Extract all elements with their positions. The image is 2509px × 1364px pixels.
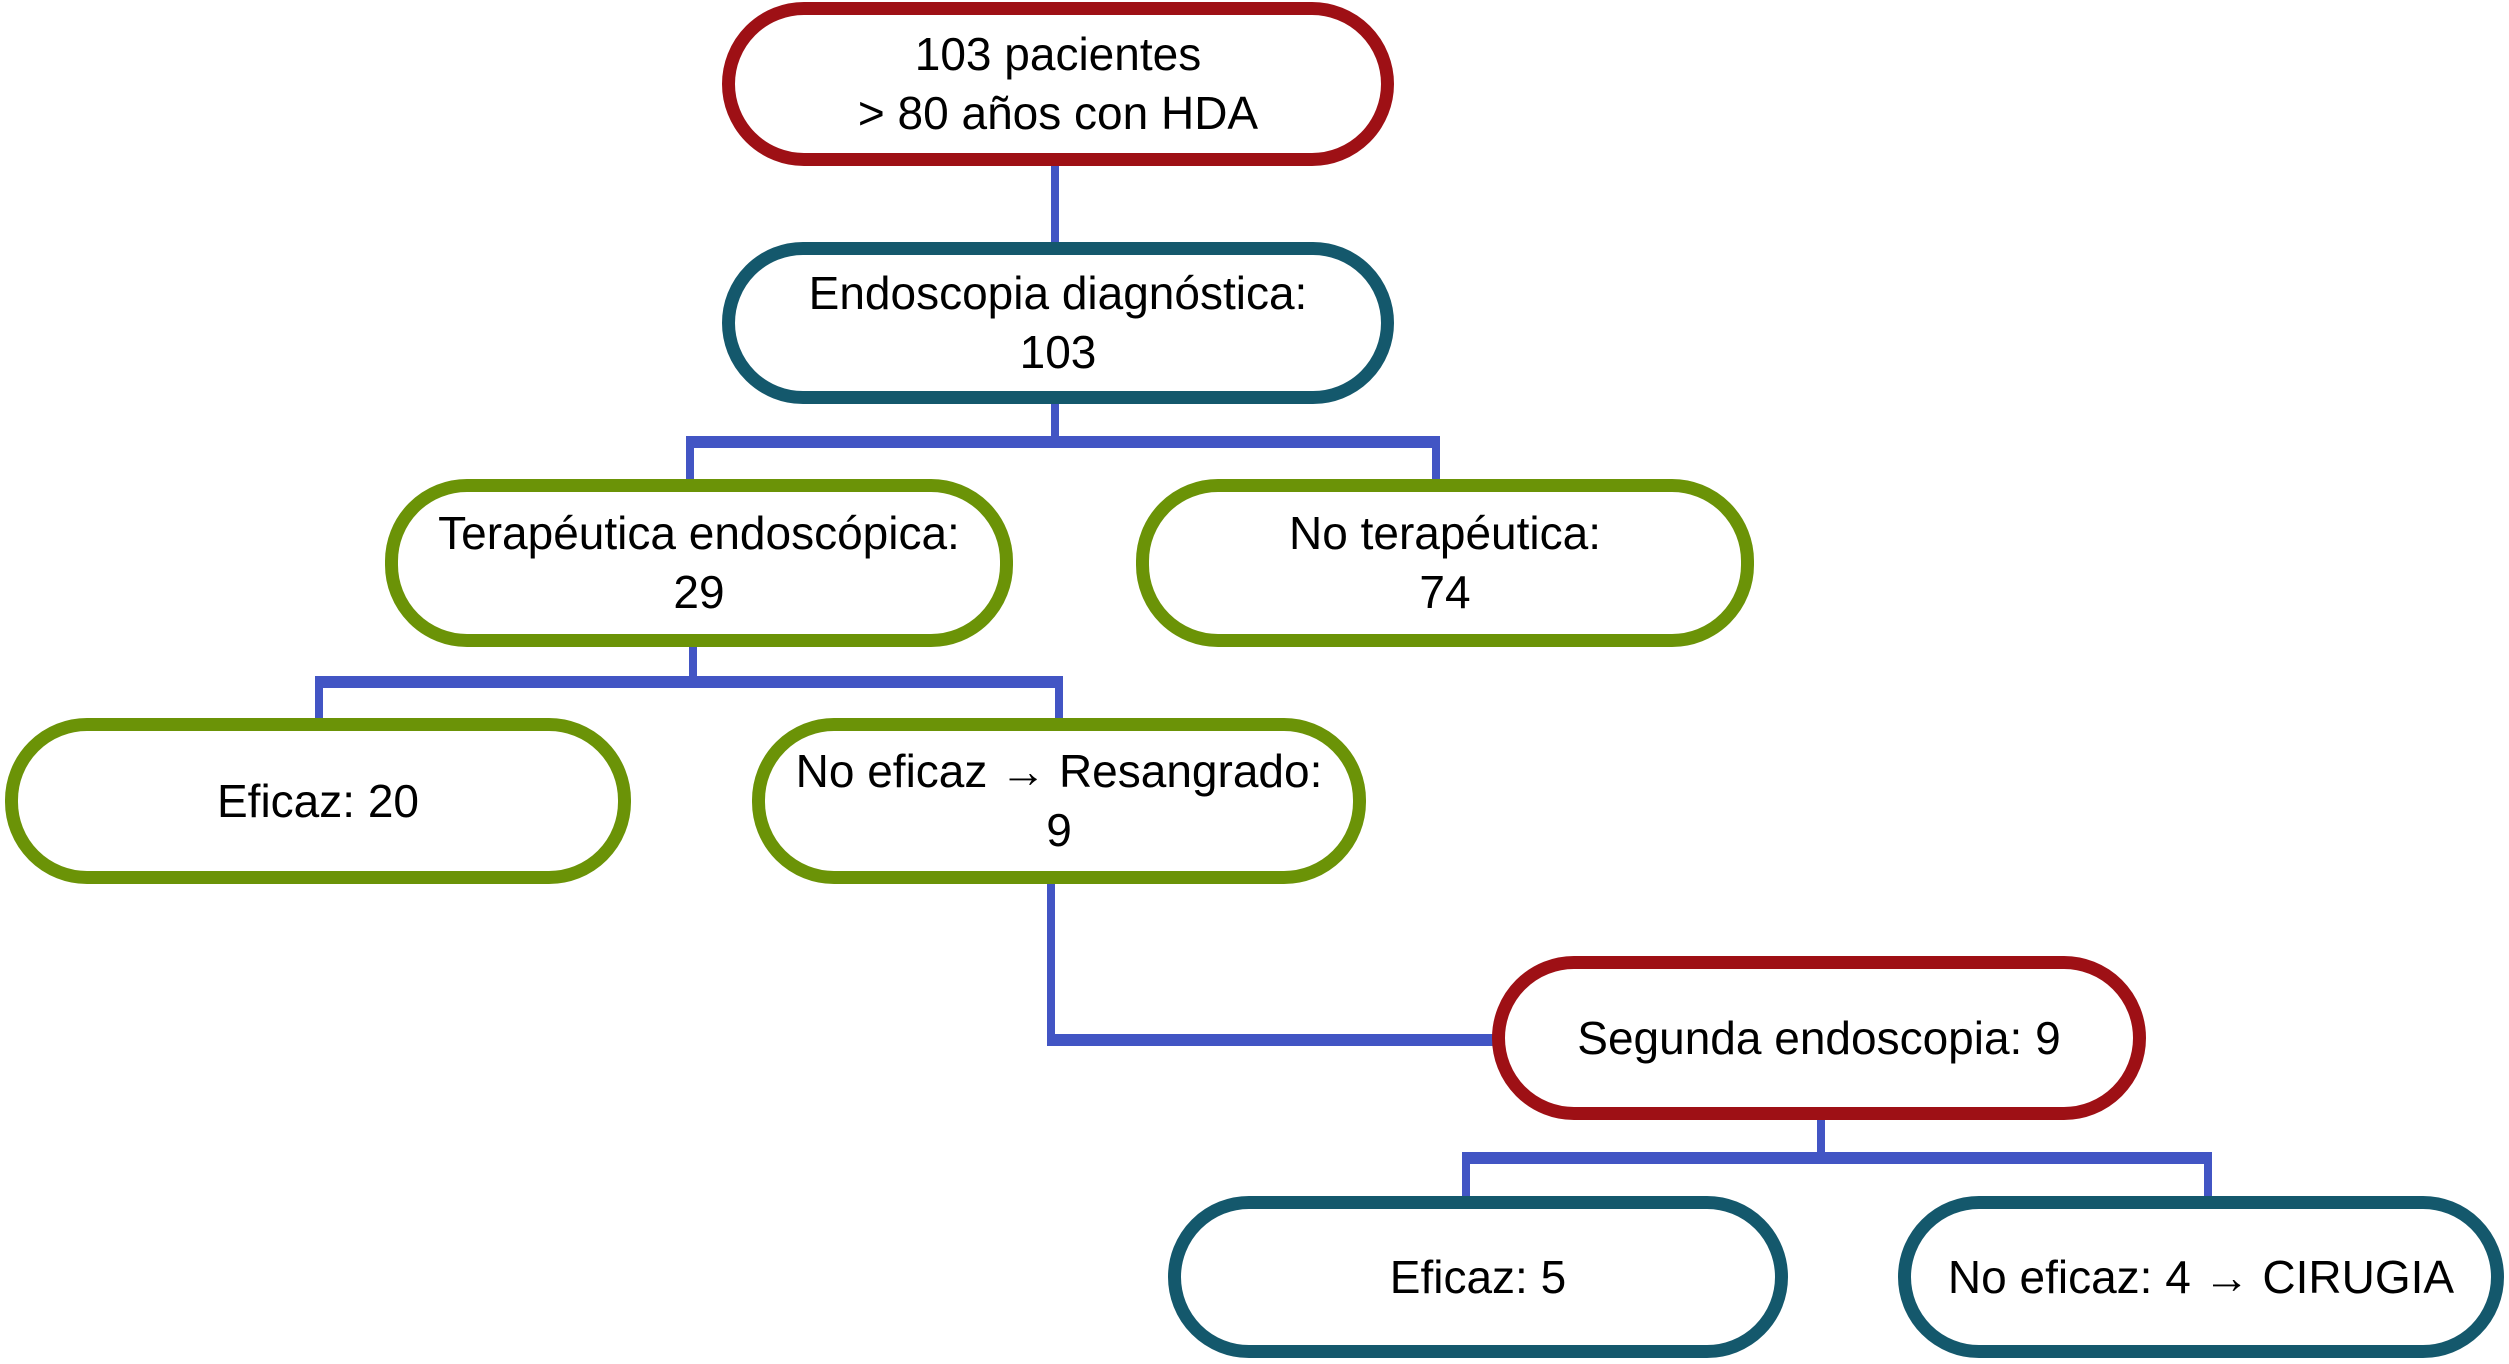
node-non-therapeutic: No terapéutica: 74	[1136, 479, 1754, 647]
node-label-line: No eficaz → Resangrado:	[795, 745, 1323, 798]
node-not-effective-surgery: No eficaz: 4 → CIRUGIA	[1898, 1196, 2504, 1358]
connector-second-endo-stem	[1817, 1120, 1825, 1158]
node-label-line: 103 pacientes	[914, 28, 1202, 81]
connector-drop-effective-2	[1462, 1152, 1470, 1201]
node-label-line: > 80 años con HDA	[857, 87, 1259, 139]
connector-second-endo-branch-bar	[1462, 1152, 2212, 1164]
connector-drop-effective-1	[315, 676, 323, 723]
connector-rebleed-stem	[1047, 884, 1055, 1042]
node-label-line: Terapéutica endoscópica:	[438, 507, 960, 560]
node-label-line: 103	[1019, 326, 1097, 378]
node-diagnostic-endoscopy: Endoscopia diagnóstica: 103	[722, 242, 1394, 404]
node-label-line: Endoscopia diagnóstica:	[808, 267, 1308, 320]
connector-rebleed-to-second-endo	[1047, 1034, 1497, 1046]
node-second-endoscopy: Segunda endoscopia: 9	[1492, 956, 2146, 1120]
connector-diagnostic-branch-bar	[686, 436, 1440, 448]
connector-drop-therapeutic	[686, 436, 694, 484]
node-label-line: 29	[673, 566, 725, 618]
connector-drop-rebleed	[1055, 676, 1063, 723]
connector-patients-diagnostic	[1051, 166, 1059, 244]
node-endoscopic-therapy: Terapéutica endoscópica: 29	[385, 479, 1013, 647]
node-label-line: No terapéutica:	[1289, 507, 1601, 560]
connector-therapeutic-branch-bar	[315, 676, 1063, 688]
connector-therapeutic-stem	[689, 647, 697, 681]
node-label-line: 74	[1419, 566, 1471, 618]
connector-drop-surgery	[2204, 1152, 2212, 1201]
node-label-line: Eficaz: 20	[217, 774, 419, 827]
node-patients: 103 pacientes > 80 años con HDA	[722, 2, 1394, 166]
node-label-line: No eficaz: 4 → CIRUGIA	[1947, 1250, 2455, 1303]
connector-drop-non-therapeutic	[1432, 436, 1440, 484]
node-label-line: 9	[1046, 804, 1072, 856]
node-effective-first: Eficaz: 20	[5, 718, 631, 884]
node-label-line: Segunda endoscopia: 9	[1577, 1011, 2061, 1064]
node-not-effective-rebleed: No eficaz → Resangrado: 9	[752, 718, 1366, 884]
connector-diagnostic-stem	[1051, 404, 1059, 442]
node-effective-second: Eficaz: 5	[1168, 1196, 1788, 1358]
node-label-line: Eficaz: 5	[1389, 1250, 1567, 1303]
